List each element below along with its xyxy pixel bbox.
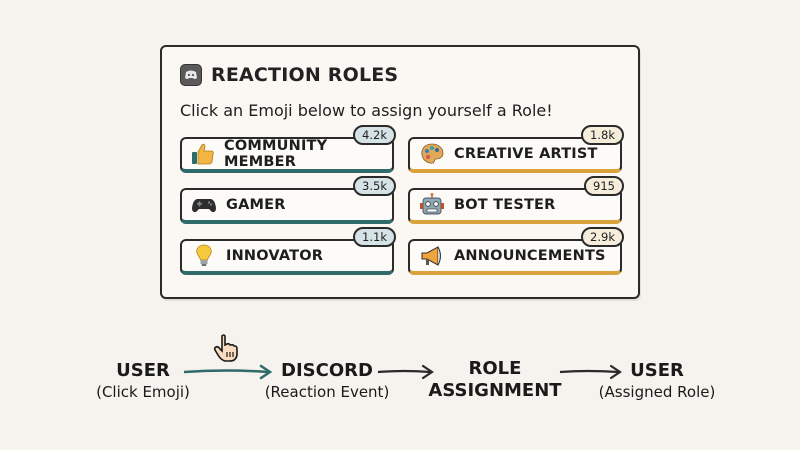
hand-pointer-icon <box>213 334 238 362</box>
role-button-gamer[interactable]: GAMER 3.5k <box>180 176 396 224</box>
flow-step-user: USER (Click Emoji) <box>96 360 190 401</box>
thumbs-up-icon <box>190 140 216 168</box>
member-count-badge: 915 <box>584 176 624 196</box>
role-button-announcements[interactable]: ANNOUNCEMENTS 2.9k <box>408 227 624 275</box>
flow-step-role-assignment: ROLE ASSIGNMENT <box>428 358 562 401</box>
flow-step-discord: DISCORD (Reaction Event) <box>264 360 390 401</box>
light-bulb-icon <box>190 242 218 270</box>
member-count-badge: 2.9k <box>581 227 624 247</box>
role-button-community-member[interactable]: COMMUNITY MEMBER 4.2k <box>180 125 396 173</box>
member-count-badge: 1.8k <box>581 125 624 145</box>
robot-icon <box>418 191 446 219</box>
reaction-roles-card: REACTION ROLES Click an Emoji below to a… <box>160 45 640 299</box>
role-button-innovator[interactable]: INNOVATOR 1.1k <box>180 227 396 275</box>
member-count-badge: 4.2k <box>353 125 396 145</box>
member-count-badge: 1.1k <box>353 227 396 247</box>
flow-step-user-assigned: USER (Assigned Role) <box>598 360 716 401</box>
flow-arrow <box>559 364 622 380</box>
discord-icon <box>180 64 202 86</box>
card-title: REACTION ROLES <box>211 64 399 86</box>
palette-icon <box>418 140 446 168</box>
flow-arrow <box>377 364 434 380</box>
member-count-badge: 3.5k <box>353 176 396 196</box>
megaphone-icon <box>418 242 446 270</box>
role-button-creative-artist[interactable]: CREATIVE ARTIST 1.8k <box>408 125 624 173</box>
game-controller-icon <box>190 191 218 219</box>
card-header: REACTION ROLES <box>180 64 398 86</box>
flow-arrow-teal <box>183 364 273 380</box>
card-subtitle: Click an Emoji below to assign yourself … <box>180 101 553 120</box>
role-button-bot-tester[interactable]: BOT TESTER 915 <box>408 176 624 224</box>
